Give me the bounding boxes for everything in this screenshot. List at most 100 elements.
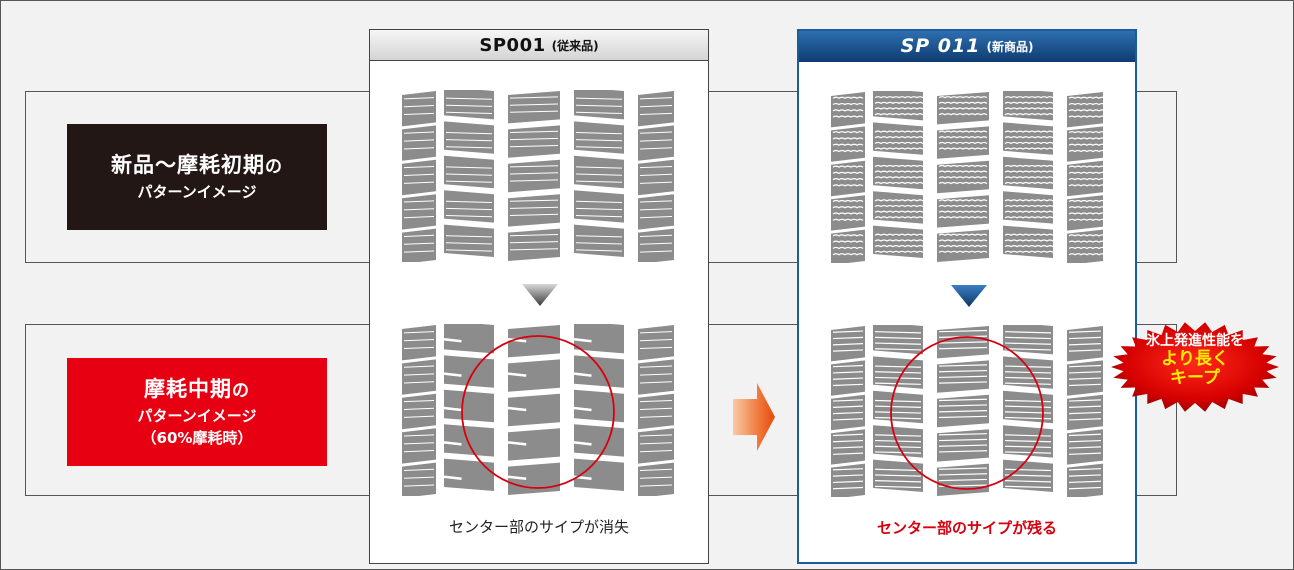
tread-sipe	[874, 204, 924, 208]
highlight-circle	[890, 336, 1044, 490]
tread-block	[402, 325, 436, 361]
tread-block	[1003, 156, 1053, 190]
tread-sipe	[1004, 250, 1054, 254]
tread-sipe	[1004, 485, 1052, 489]
tread-sipe	[832, 411, 864, 415]
tread-block	[402, 228, 436, 262]
tread-sipe	[832, 240, 864, 243]
row-label-subtitle: パターンイメージ	[137, 183, 257, 201]
tread-notch	[507, 372, 527, 377]
tread-block	[508, 194, 560, 227]
tread-sipe	[639, 331, 673, 334]
tread-sipe	[832, 364, 864, 368]
tread-sipe	[832, 131, 864, 134]
tread-notch	[443, 372, 462, 377]
tread-sipe	[832, 439, 864, 443]
tread-sipe	[1004, 434, 1052, 437]
tread-block	[444, 424, 494, 457]
tread-sipe	[639, 208, 673, 211]
tread-sipe	[403, 399, 435, 403]
tread-sipe	[874, 399, 922, 403]
tread-sipe	[1004, 342, 1052, 345]
tread-sipe	[639, 339, 673, 342]
tread-block	[638, 393, 674, 430]
row-label-particle: の	[232, 381, 250, 401]
tread-block	[937, 160, 989, 194]
tread-sipe	[639, 484, 673, 487]
tread-sipe	[832, 102, 864, 106]
tread-sipe	[639, 415, 673, 418]
tread-sipe	[403, 434, 435, 437]
tread-sipe	[1004, 216, 1054, 219]
tread-block	[873, 91, 923, 121]
tread-sipe	[1068, 439, 1102, 443]
tread-sipe	[639, 442, 673, 445]
tread-block	[508, 228, 560, 261]
tread-sipe	[832, 206, 864, 209]
tread-sipe	[509, 248, 559, 251]
tread-block	[638, 91, 674, 127]
tread-block	[402, 462, 436, 496]
tread-sipe	[874, 439, 922, 443]
tread-block	[508, 393, 560, 427]
tread-sipe	[639, 131, 673, 134]
tread-sipe	[403, 165, 435, 169]
tread-sipe	[874, 101, 924, 105]
tread-sipe	[445, 111, 493, 114]
tread-sipe	[1068, 143, 1103, 146]
tread-block	[638, 159, 674, 196]
tread-sipe	[1004, 107, 1054, 110]
tread-sipe	[832, 468, 864, 471]
tread-sipe	[509, 130, 559, 133]
tread-sipe	[938, 107, 988, 110]
tread-sipe	[874, 164, 924, 168]
tread-block	[574, 324, 624, 354]
tread-sipe	[575, 104, 623, 107]
tread-sipe	[874, 485, 922, 489]
tread-sipe	[832, 349, 864, 352]
tread-notch	[507, 406, 527, 412]
tread-sipe	[1068, 212, 1103, 215]
tread-block	[508, 159, 560, 193]
tread-sipe	[445, 104, 493, 107]
tread-sipe	[445, 180, 493, 183]
tread-sipe	[403, 407, 435, 410]
tread-sipe	[938, 147, 988, 150]
tread-block	[574, 458, 624, 491]
tread-notch	[573, 337, 592, 343]
tread-sipe	[445, 146, 493, 149]
tread-sipe	[938, 410, 988, 413]
tread-sipe	[403, 131, 435, 134]
tread-sipe	[575, 180, 623, 183]
tread-sipe	[575, 132, 623, 135]
tread-block	[873, 191, 923, 224]
tread-sipe	[938, 233, 988, 237]
tread-sipe	[1068, 411, 1102, 415]
tread-sipe	[639, 450, 673, 453]
tread-sipe	[575, 235, 623, 238]
row-label-mid-wear-pattern: 摩耗中期の パターンイメージ （60%摩耗時）	[67, 358, 327, 466]
triangle-down-icon	[522, 284, 558, 306]
tread-sipe	[874, 233, 924, 237]
tread-sipe	[445, 132, 493, 135]
tread-sipe	[403, 97, 435, 100]
tread-sipe	[938, 176, 988, 179]
tread-block	[937, 126, 989, 159]
tread-sipe	[832, 452, 864, 455]
row-label-particle: の	[265, 157, 283, 177]
tread-block	[402, 194, 436, 230]
tread-sipe	[403, 476, 435, 479]
tread-sipe	[639, 407, 673, 410]
tread-block	[574, 224, 624, 257]
tread-sipe	[639, 468, 673, 471]
tread-sipe	[639, 365, 673, 368]
tread-sipe	[509, 241, 559, 244]
tread-sipe	[1068, 474, 1102, 477]
tread-sipe	[874, 176, 924, 179]
tread-sipe	[403, 216, 435, 219]
tread-notch	[507, 337, 527, 343]
tread-sipe	[938, 473, 988, 476]
tread-block	[1003, 191, 1053, 224]
tread-sipe	[832, 178, 864, 181]
